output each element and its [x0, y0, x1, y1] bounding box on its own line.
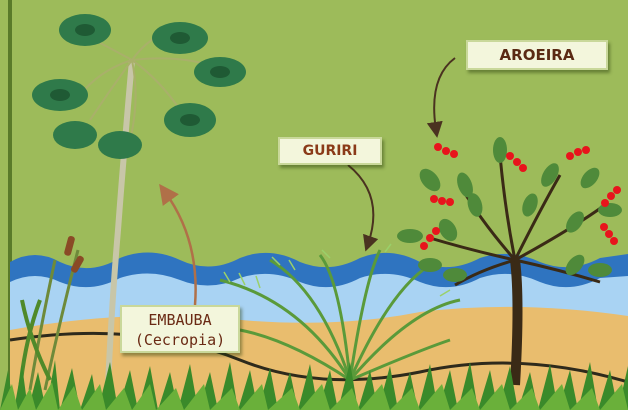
embauba-scientific-name: (Cecropia) [122, 330, 238, 350]
embauba-label: EMBAUBA (Cecropia) [120, 305, 240, 353]
guriri-label: GURIRI [278, 137, 382, 165]
aroeira-label: AROEIRA [466, 40, 608, 70]
embauba-common-name: EMBAUBA [122, 310, 238, 330]
